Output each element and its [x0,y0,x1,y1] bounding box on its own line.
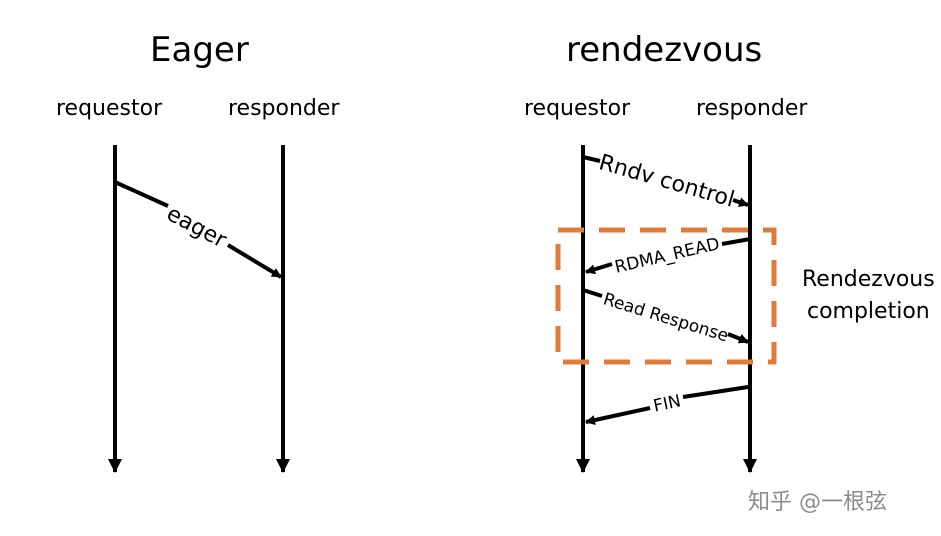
eager-requestor-label: requestor [56,96,163,121]
eager-responder-label: responder [228,96,340,121]
completion-label-line2: completion [806,299,930,324]
rendezvous-requestor-label: requestor [524,96,631,121]
rendezvous-title: rendezvous [566,30,763,70]
rdma-read-arrow [585,237,751,275]
eager-message-arrow [114,180,283,279]
rendezvous-completion-box [555,227,777,365]
completion-label-line1: Rendezvous [802,267,935,292]
fin-label: FIN [652,391,683,416]
eager-message-label: eager [162,201,231,253]
read-response-label: Read Response [601,289,731,346]
read-response-arrow [582,288,749,344]
rendezvous-completion-label: Rendezvous completion [802,264,935,328]
rdma-read-label: RDMA_READ [613,234,722,278]
watermark: 知乎 @一根弦 [748,490,887,515]
fin-arrow [585,385,749,425]
rndv-control-arrow [582,155,749,207]
eager-title: Eager [150,30,249,70]
rendezvous-responder-label: responder [696,96,808,121]
rndv-control-label: Rndv control [596,150,737,212]
